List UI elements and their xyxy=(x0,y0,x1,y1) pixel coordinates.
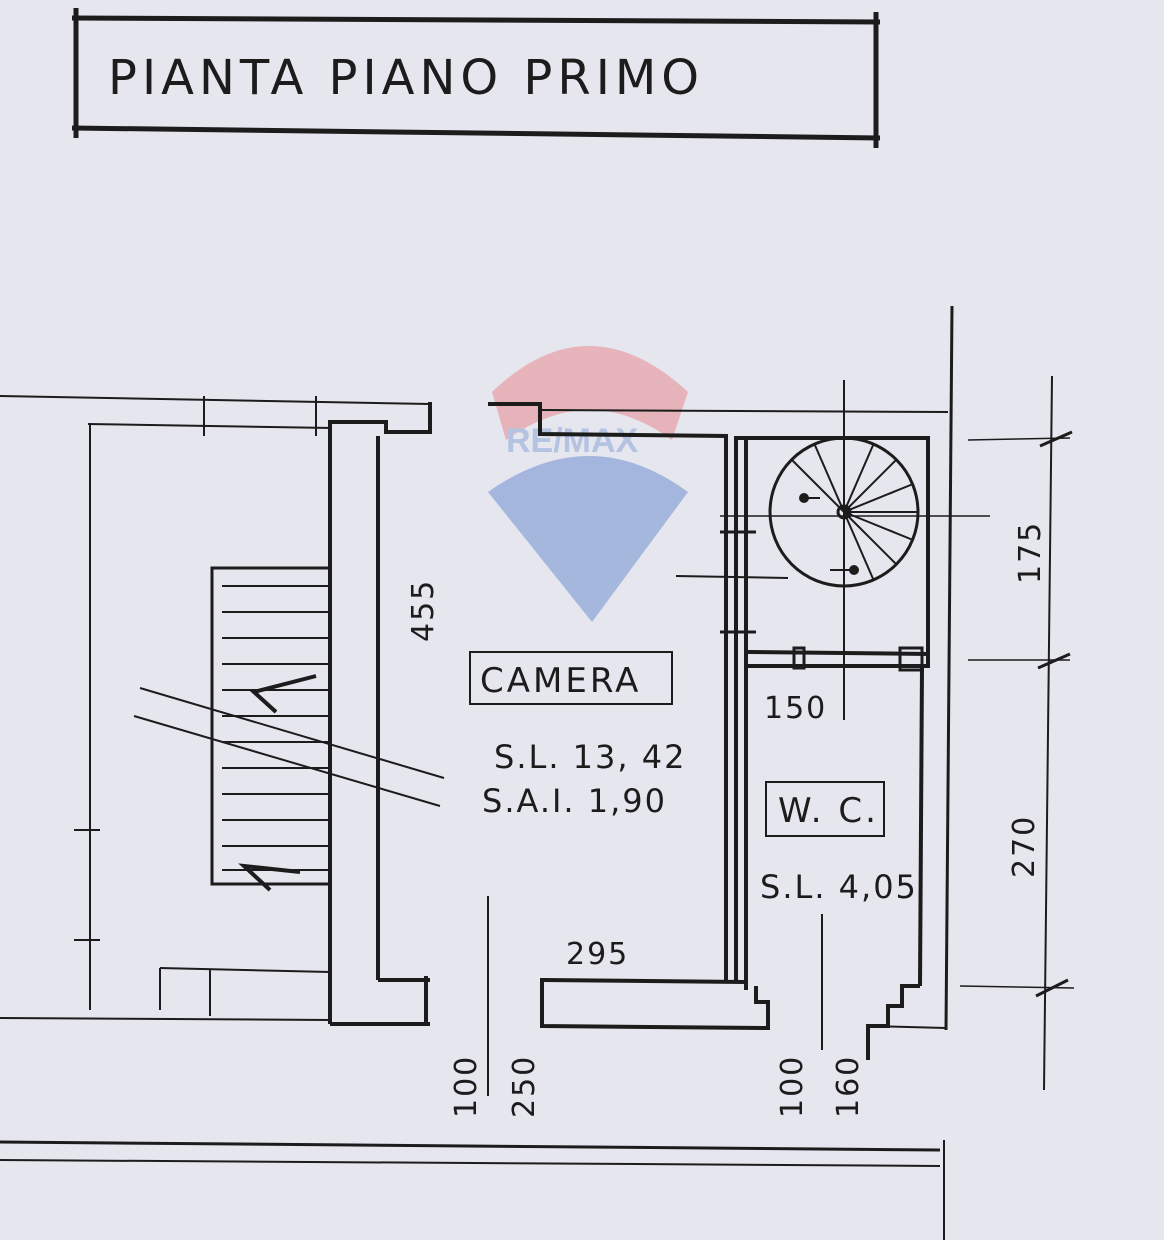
title-box: PIANTA PIANO PRIMO xyxy=(71,8,881,148)
camera-walls xyxy=(328,402,770,1096)
camera-label-group: CAMERA S.L. 13, 42 S.A.I. 1,90 xyxy=(469,651,686,820)
camera-surface-sai: S.A.I. 1,90 xyxy=(482,782,667,820)
building-outline xyxy=(0,305,954,1240)
camera-width-dim: 295 xyxy=(566,937,629,972)
wc-width-dim: 150 xyxy=(764,691,827,726)
remax-watermark-logo: RE/MAX xyxy=(488,346,688,622)
main-staircase xyxy=(74,396,445,1016)
wc-label-group: W. C. S.L. 4,05 xyxy=(760,781,918,906)
spiral-staircase xyxy=(720,380,990,720)
wc-walls xyxy=(675,436,931,1060)
camera-height-dim: 455 xyxy=(406,579,441,642)
wc-door-dim: 160 xyxy=(831,1055,866,1118)
plan-title: PIANTA PIANO PRIMO xyxy=(108,50,704,106)
camera-door-dim: 250 xyxy=(507,1055,542,1118)
wc-room-name: W. C. xyxy=(778,791,879,831)
dimension-lines xyxy=(959,375,1075,1091)
camera-surface-sl: S.L. 13, 42 xyxy=(494,738,686,776)
camera-room-name: CAMERA xyxy=(480,661,641,701)
camera-door-wall-dim: 100 xyxy=(449,1055,484,1118)
stair-height-dim: 175 xyxy=(1013,521,1048,584)
watermark-text: RE/MAX xyxy=(506,422,639,460)
wc-height-dim: 270 xyxy=(1007,815,1042,878)
wc-surface-sl: S.L. 4,05 xyxy=(760,868,918,906)
wc-door-wall-dim: 100 xyxy=(775,1055,810,1118)
